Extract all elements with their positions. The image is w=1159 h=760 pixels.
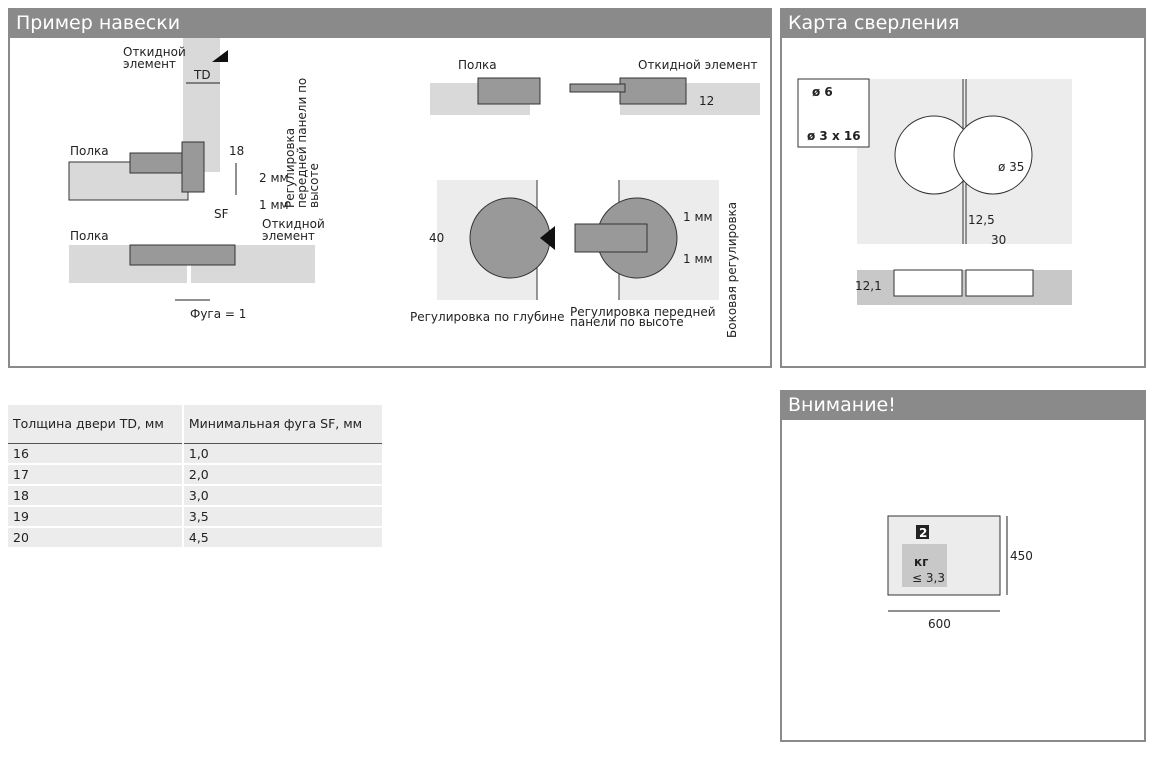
label: передней панели по (295, 78, 309, 208)
label: ø 3 x 16 (807, 129, 861, 143)
label: Полка (70, 144, 109, 158)
mounting-example-panel: Пример навески Откидной элемент TD Полка… (8, 8, 772, 368)
cell: 16 (8, 443, 183, 465)
label: 18 (229, 144, 244, 158)
label: высоте (307, 163, 321, 208)
label: 450 (1010, 549, 1033, 563)
header-cell: Толщина двери TD, мм (8, 405, 183, 444)
label: элемент (262, 229, 315, 243)
label: Откидной (262, 217, 325, 231)
label: 1 мм (259, 198, 289, 212)
load-diagram: 2 кг ≤ 3,3 450 600 (887, 515, 1033, 631)
cell: 2,0 (181, 463, 382, 486)
panel-title: Внимание! (780, 390, 1146, 420)
label: 12 (699, 94, 714, 108)
label: 2 мм (259, 171, 289, 185)
label: ø 35 (998, 160, 1024, 174)
cell: 18 (8, 484, 183, 507)
label: Регулировка (283, 128, 297, 208)
label: 1 мм (683, 210, 713, 224)
label: 2 (919, 526, 927, 540)
cell: 19 (8, 505, 183, 528)
cell: 20 (8, 526, 183, 549)
label: Полка (458, 58, 497, 72)
label: Боковая регулировка (725, 202, 739, 338)
label: 12,1 (855, 279, 882, 293)
label: 12,5 (968, 213, 995, 227)
mounting-diagram: Откидной элемент TD Полка 18 2 мм 1 мм S… (68, 38, 760, 338)
label: элемент (123, 57, 176, 71)
label: 40 (429, 231, 444, 245)
label: Откидной (123, 45, 186, 59)
label: кг (914, 555, 928, 569)
drilling-map-panel: Карта сверления ø 6 ø 3 x 16 ø 35 12,5 3… (780, 8, 1146, 368)
label: Регулировка передней (570, 305, 716, 319)
label: 600 (928, 617, 951, 631)
label: 1 мм (683, 252, 713, 266)
panel-title: Карта сверления (780, 8, 1146, 38)
warning-panel: Внимание! 2 кг ≤ 3,3 450 600 (780, 390, 1146, 742)
cell: 17 (8, 463, 183, 486)
label: Регулировка по глубине (410, 310, 564, 324)
label: TD (193, 68, 211, 82)
panel-title: Пример навески (8, 8, 772, 38)
cell: 4,5 (181, 526, 382, 549)
label: 30 (991, 233, 1006, 247)
label: Откидной элемент (638, 58, 758, 72)
drilling-diagram: ø 6 ø 3 x 16 ø 35 12,5 30 12,1 (797, 78, 1072, 305)
label: ≤ 3,3 (912, 571, 945, 585)
label: панели по высоте (570, 315, 684, 329)
cell: 1,0 (181, 443, 382, 465)
label: ø 6 (812, 85, 833, 99)
cell: 3,0 (181, 484, 382, 507)
label: Фуга = 1 (190, 307, 246, 321)
header-cell: Минимальная фуга SF, мм (181, 405, 382, 444)
label: Полка (70, 229, 109, 243)
label: SF (214, 207, 229, 221)
cell: 3,5 (181, 505, 382, 528)
